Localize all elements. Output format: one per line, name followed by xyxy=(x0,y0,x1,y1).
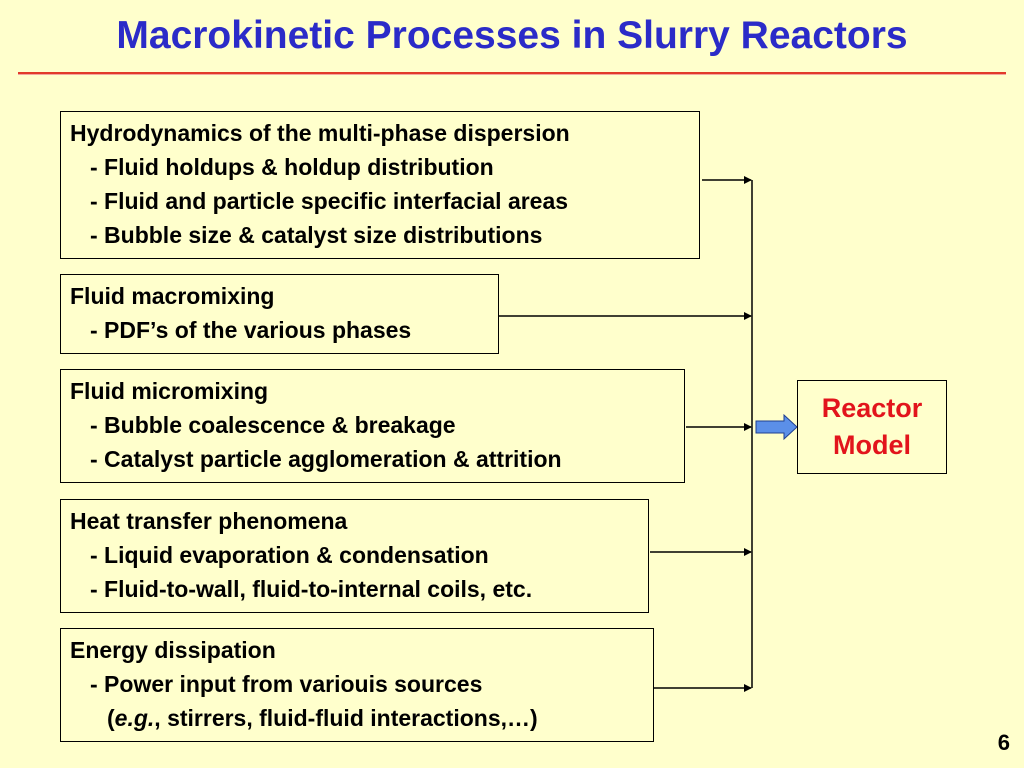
box-item: - Catalyst particle agglomeration & attr… xyxy=(90,446,562,472)
block-arrow-to-reactor-model xyxy=(755,413,798,441)
box-item-continuation: (e.g., stirrers, fluid-fluid interaction… xyxy=(70,701,644,735)
box-heat-transfer: Heat transfer phenomena - Liquid evapora… xyxy=(60,499,649,613)
box-item: - Fluid-to-wall, fluid-to-internal coils… xyxy=(90,576,533,602)
continuation-text: , stirrers, fluid-fluid interactions,…) xyxy=(154,705,538,731)
box-macromixing: Fluid macromixing - PDF’s of the various… xyxy=(60,274,499,354)
box-item: - PDF’s of the various phases xyxy=(90,317,412,343)
box-heading: Fluid macromixing xyxy=(70,283,275,309)
reactor-model-box: Reactor Model xyxy=(797,380,947,474)
eg-emphasis: e.g. xyxy=(114,705,155,731)
box-hydrodynamics: Hydrodynamics of the multi-phase dispers… xyxy=(60,111,700,259)
box-item: - Fluid and particle specific interfacia… xyxy=(90,188,569,214)
box-heading: Heat transfer phenomena xyxy=(70,508,348,534)
box-heading: Fluid micromixing xyxy=(70,378,269,404)
paren-open: ( xyxy=(107,705,115,731)
box-item: - Power input from variouis sources xyxy=(90,671,483,697)
box-item: - Bubble size & catalyst size distributi… xyxy=(90,222,543,248)
slide-title: Macrokinetic Processes in Slurry Reactor… xyxy=(116,14,908,57)
box-energy-dissipation: Energy dissipation - Power input from va… xyxy=(60,628,654,742)
box-item: - Bubble coalescence & breakage xyxy=(90,412,456,438)
box-heading: Hydrodynamics of the multi-phase dispers… xyxy=(70,120,570,146)
box-micromixing: Fluid micromixing - Bubble coalescence &… xyxy=(60,369,685,483)
reactor-model-line2: Model xyxy=(833,430,911,460)
box-item: - Fluid holdups & holdup distribution xyxy=(90,154,494,180)
page-number: 6 xyxy=(997,730,1010,755)
title-underline xyxy=(18,72,1006,75)
reactor-model-line1: Reactor xyxy=(821,393,923,423)
box-item: - Liquid evaporation & condensation xyxy=(90,542,489,568)
box-heading: Energy dissipation xyxy=(70,637,276,663)
